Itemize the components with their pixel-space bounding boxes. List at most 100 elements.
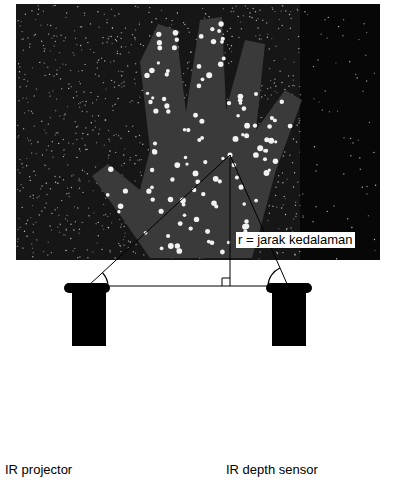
speckle-dot <box>130 241 131 242</box>
speckle-dot <box>286 179 287 180</box>
speckle-dot <box>67 187 68 188</box>
speckle-dot <box>20 184 21 185</box>
speckle-dot <box>350 155 351 156</box>
speckle-dot <box>134 79 135 80</box>
speckle-dot <box>186 128 190 132</box>
speckle-dot <box>288 124 293 129</box>
speckle-dot <box>98 75 99 76</box>
speckle-dot <box>286 229 287 230</box>
speckle-dot <box>23 187 24 188</box>
speckle-dot <box>197 64 202 69</box>
speckle-dot <box>135 63 136 64</box>
speckle-dot <box>350 138 351 139</box>
speckle-dot <box>55 110 56 111</box>
speckle-dot <box>41 210 42 211</box>
speckle-dot <box>82 133 83 134</box>
speckle-dot <box>38 9 39 10</box>
speckle-dot <box>241 28 242 29</box>
speckle-dot <box>19 227 20 228</box>
speckle-dot <box>276 92 277 93</box>
speckle-dot <box>47 24 48 25</box>
speckle-dot <box>111 80 112 81</box>
speckle-dot <box>132 126 133 127</box>
speckle-dot <box>233 11 234 12</box>
speckle-dot <box>229 48 230 49</box>
speckle-dot <box>120 38 121 39</box>
speckle-dot <box>294 254 295 255</box>
speckle-dot <box>241 133 244 136</box>
speckle-dot <box>68 83 69 84</box>
speckle-dot <box>108 139 109 140</box>
speckle-dot <box>43 251 44 252</box>
speckle-dot <box>185 85 186 86</box>
speckle-dot <box>88 215 89 216</box>
speckle-dot <box>120 251 121 252</box>
speckle-dot <box>44 165 45 166</box>
speckle-dot <box>368 215 369 216</box>
speckle-dot <box>284 58 285 59</box>
speckle-dot <box>95 223 96 224</box>
speckle-dot <box>269 213 270 214</box>
speckle-dot <box>259 258 260 259</box>
speckle-dot <box>143 45 144 46</box>
speckle-dot <box>44 48 45 49</box>
speckle-dot <box>151 22 152 23</box>
speckle-dot <box>231 61 232 62</box>
speckle-dot <box>135 252 136 253</box>
speckle-dot <box>24 74 25 75</box>
speckle-dot <box>34 95 35 96</box>
speckle-dot <box>117 53 118 54</box>
speckle-dot <box>139 142 140 143</box>
speckle-dot <box>128 240 129 241</box>
speckle-dot <box>115 39 116 40</box>
speckle-dot <box>92 115 93 116</box>
speckle-dot <box>315 170 316 171</box>
speckle-dot <box>336 258 337 259</box>
speckle-dot <box>44 51 45 52</box>
speckle-dot <box>302 216 303 217</box>
speckle-dot <box>63 156 64 157</box>
speckle-dot <box>282 25 283 26</box>
speckle-dot <box>168 243 174 249</box>
speckle-dot <box>66 230 67 231</box>
speckle-dot <box>78 71 79 72</box>
speckle-dot <box>121 86 122 87</box>
speckle-dot <box>135 6 136 7</box>
speckle-dot <box>56 98 57 99</box>
speckle-dot <box>278 175 279 176</box>
speckle-dot <box>116 134 117 135</box>
speckle-dot <box>271 38 272 39</box>
speckle-dot <box>19 190 20 191</box>
speckle-dot <box>293 138 294 139</box>
speckle-dot <box>135 29 136 30</box>
photo-background <box>16 4 380 260</box>
speckle-dot <box>111 9 112 10</box>
speckle-dot <box>61 200 62 201</box>
speckle-dot <box>299 131 300 132</box>
speckle-dot <box>134 163 135 164</box>
speckle-dot <box>57 132 58 133</box>
speckle-dot <box>112 27 113 28</box>
speckle-dot <box>217 29 221 33</box>
speckle-dot <box>253 8 254 9</box>
speckle-dot <box>21 31 22 32</box>
speckle-dot <box>102 37 103 38</box>
speckle-dot <box>71 187 72 188</box>
speckle-dot <box>63 179 64 180</box>
speckle-dot <box>326 37 327 38</box>
speckle-dot <box>17 169 18 170</box>
speckle-dot <box>27 37 28 38</box>
speckle-dot <box>294 85 295 86</box>
speckle-dot <box>98 60 99 61</box>
speckle-dot <box>26 223 27 224</box>
speckle-dot <box>267 220 268 221</box>
speckle-dot <box>307 14 308 15</box>
speckle-dot <box>39 214 40 215</box>
speckle-dot <box>55 41 56 42</box>
speckle-dot <box>71 175 72 176</box>
speckle-dot <box>183 128 186 131</box>
speckle-dot <box>80 102 81 103</box>
speckle-dot <box>90 92 91 93</box>
speckle-dot <box>119 245 120 246</box>
speckle-dot <box>31 243 32 244</box>
